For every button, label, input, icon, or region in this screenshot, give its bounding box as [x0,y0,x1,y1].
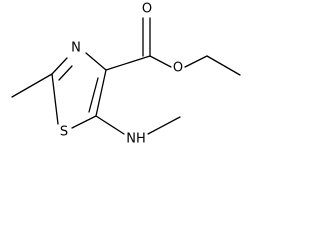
bond-c4-c5-inner [88,77,99,113]
bond-s1-c2 [51,73,59,125]
bond-c4-carbonyl [105,55,151,71]
atom-amine-group: NH [126,132,146,147]
bond-methyl-c2 [11,73,53,98]
bond-ch2-ch3 [206,55,241,76]
bond-n3-c4 [85,52,107,71]
bond-c5-nh [95,115,125,135]
atom-sulfur-ring: S [60,125,68,140]
atom-nitrogen-ring: N [71,41,81,56]
bonds [11,17,241,135]
atom-oxygen-ester: O [173,61,183,76]
bond-c4-c5 [95,69,107,117]
bond-c2-n3-inner [58,65,73,81]
atom-labels: O O N S NH [60,2,183,147]
atom-oxygen-carbonyl: O [142,2,152,17]
molecule-structure: O O N S NH [11,2,241,147]
bond-ester-o-ch2 [184,55,208,68]
bond-nh-methyl [147,116,181,135]
bond-carbonyl-ester-o [149,55,172,68]
bond-c5-s1 [71,115,97,129]
bond-c2-n3 [51,57,68,75]
